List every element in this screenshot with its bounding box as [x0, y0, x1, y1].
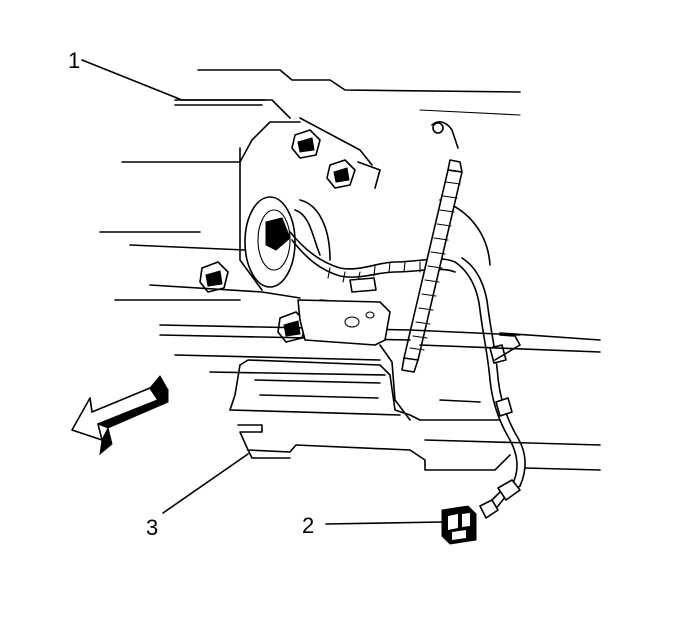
callout-2-label: 2 — [302, 513, 314, 538]
bolt-icon — [291, 129, 321, 159]
callout-1-label: 1 — [68, 48, 80, 73]
callout-3-label: 3 — [146, 515, 158, 540]
electrical-connector — [441, 479, 521, 545]
convoluted-hose — [401, 159, 463, 373]
fuel-tank-shield — [229, 359, 511, 471]
bolt-icon — [326, 159, 356, 189]
frame-crossmember — [114, 244, 601, 471]
bolt-icon — [199, 261, 229, 293]
callout-leaders — [81, 59, 443, 525]
connector-body-icon — [441, 505, 477, 545]
fuel-pump-module — [244, 196, 491, 288]
front-arrow-icon — [71, 375, 169, 456]
